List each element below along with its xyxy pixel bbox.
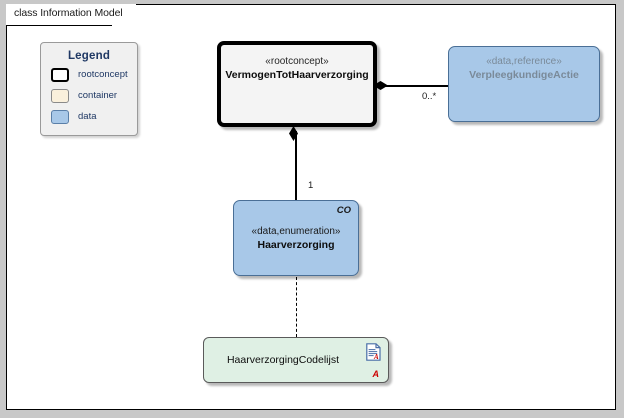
connector-enumeration-to-codelijst[interactable]: [296, 277, 297, 337]
composition-diamond-reference-icon: [373, 81, 388, 90]
connector-rootconcept-to-enumeration[interactable]: [295, 131, 297, 201]
class-box-haarverzorging[interactable]: CO «data,enumeration» Haarverzorging: [233, 200, 359, 276]
class-name-verpleegkundigeactie: VerpleegkundigeActie: [469, 69, 579, 81]
class-name-vermogentothaarverzorging: VermogenTotHaarverzorging: [225, 69, 369, 81]
legend-label-container: container: [78, 90, 118, 101]
composition-diamond-enumeration-icon: [289, 126, 298, 141]
class-stereotype-reference: «data,reference»: [486, 56, 562, 67]
legend-title: Legend: [67, 50, 111, 62]
class-box-haarverzorgingcodelijst[interactable]: HaarverzorgingCodelijst A A: [203, 337, 389, 383]
svg-text:A: A: [373, 353, 379, 361]
class-box-verpleegkundigeactie[interactable]: «data,reference» VerpleegkundigeActie: [448, 46, 600, 122]
legend-label-rootconcept: rootconcept: [78, 69, 128, 80]
class-stereotype-rootconcept: «rootconcept»: [265, 56, 329, 67]
class-stereotype-enumeration: «data,enumeration»: [251, 225, 341, 237]
multiplicity-enumeration: 1: [308, 180, 314, 191]
connector-rootconcept-to-reference[interactable]: [383, 85, 449, 87]
class-box-vermogentothaarverzorging[interactable]: «rootconcept» VermogenTotHaarverzorging: [217, 41, 377, 127]
document-icon: A: [366, 343, 381, 361]
multiplicity-reference: 0..*: [422, 91, 437, 102]
container-swatch-icon: [51, 88, 69, 103]
legend-item-rootconcept: rootconcept: [51, 66, 137, 83]
legend-item-data: data: [51, 108, 137, 125]
rootconcept-swatch-icon: [51, 67, 69, 82]
legend-label-data: data: [78, 111, 97, 122]
legend-item-container: container: [51, 87, 137, 104]
diagram-frame-tab-corner: [112, 4, 136, 27]
class-corner-tag-co: CO: [336, 205, 351, 216]
a-annotation-icon: A: [372, 369, 380, 379]
legend-panel: Legend rootconcept container data: [40, 42, 138, 136]
data-swatch-icon: [51, 109, 69, 124]
class-name-haarverzorging: Haarverzorging: [257, 238, 335, 251]
diagram-frame-label: class Information Model: [14, 7, 123, 19]
class-name-haarverzorgingcodelijst: HaarverzorgingCodelijst: [226, 354, 340, 366]
